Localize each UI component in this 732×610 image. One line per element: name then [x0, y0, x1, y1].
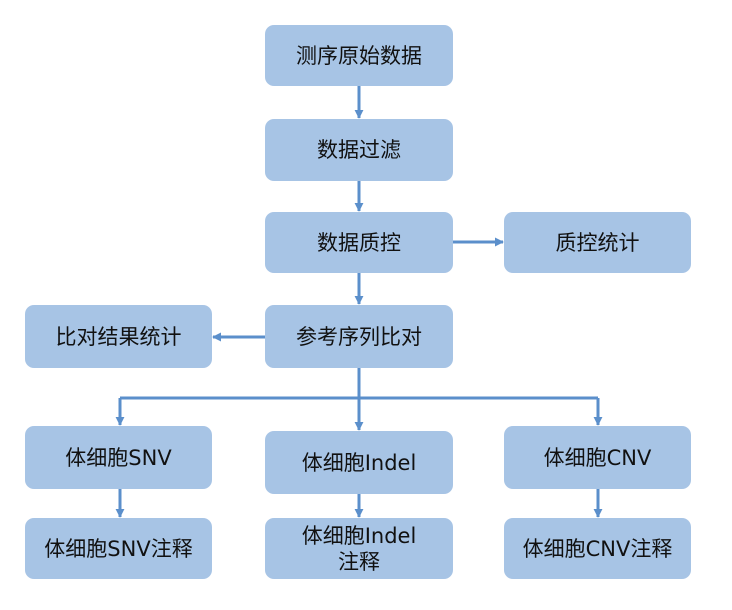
node-cnv-label: 体细胞CNV	[543, 445, 652, 470]
node-indel: 体细胞Indel	[265, 431, 453, 494]
node-snv-label: 体细胞SNV	[65, 445, 172, 470]
node-raw-data: 测序原始数据	[265, 25, 453, 86]
node-cnv-annot: 体细胞CNV注释	[504, 518, 691, 579]
node-cnv-annot-label: 体细胞CNV注释	[522, 536, 673, 561]
node-align-stats-label: 比对结果统计	[55, 324, 182, 349]
node-snv-annot: 体细胞SNV注释	[25, 518, 212, 579]
node-data-filter: 数据过滤	[265, 119, 453, 181]
node-indel-annot-label-line1: 体细胞Indel	[301, 523, 417, 548]
node-indel-annot-label-line2: 注释	[338, 549, 380, 574]
node-indel-annot: 体细胞Indel 注释	[265, 518, 453, 579]
node-cnv: 体细胞CNV	[504, 426, 691, 489]
node-snv: 体细胞SNV	[25, 426, 212, 489]
node-snv-annot-label: 体细胞SNV注释	[44, 536, 193, 561]
node-align-stats: 比对结果统计	[25, 305, 212, 368]
node-qc-stats: 质控统计	[504, 212, 691, 273]
node-ref-align-label: 参考序列比对	[296, 324, 422, 349]
node-ref-align: 参考序列比对	[265, 305, 453, 368]
node-qc-stats-label: 质控统计	[555, 230, 640, 255]
node-data-qc: 数据质控	[265, 212, 453, 273]
node-raw-data-label: 测序原始数据	[296, 43, 422, 68]
node-data-qc-label: 数据质控	[317, 230, 401, 255]
node-indel-label: 体细胞Indel	[301, 450, 417, 475]
node-data-filter-label: 数据过滤	[317, 138, 401, 162]
